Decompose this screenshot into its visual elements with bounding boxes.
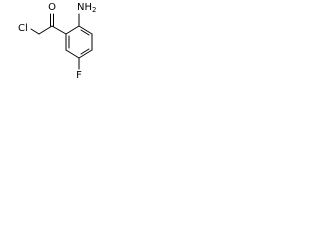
bond-carbonyl-to-ch2 [38,25,53,35]
ring-bond-c2-c3 [78,25,93,35]
bond-ch2-to-chlorine [30,28,40,35]
chlorine-label: Cl [18,23,28,34]
amine-label-subscript: 2 [92,6,96,14]
ring-double-bond-inner-1 [80,29,90,36]
ring-bond-c5-c6 [65,49,80,59]
carbonyl-oxygen-label: O [48,2,56,13]
ring-bond-c4-c5 [78,49,93,59]
ring-bond-c1-c2 [65,25,80,35]
ring-double-bond-inner-2 [80,48,90,55]
fluorine-label: F [76,70,82,81]
amine-label-main: NH [77,2,92,13]
chemical-structure-diagram: NH2 O Cl F [18,2,96,81]
bond-ring-to-carbonyl [51,25,67,35]
amine-label: NH2 [77,2,96,14]
